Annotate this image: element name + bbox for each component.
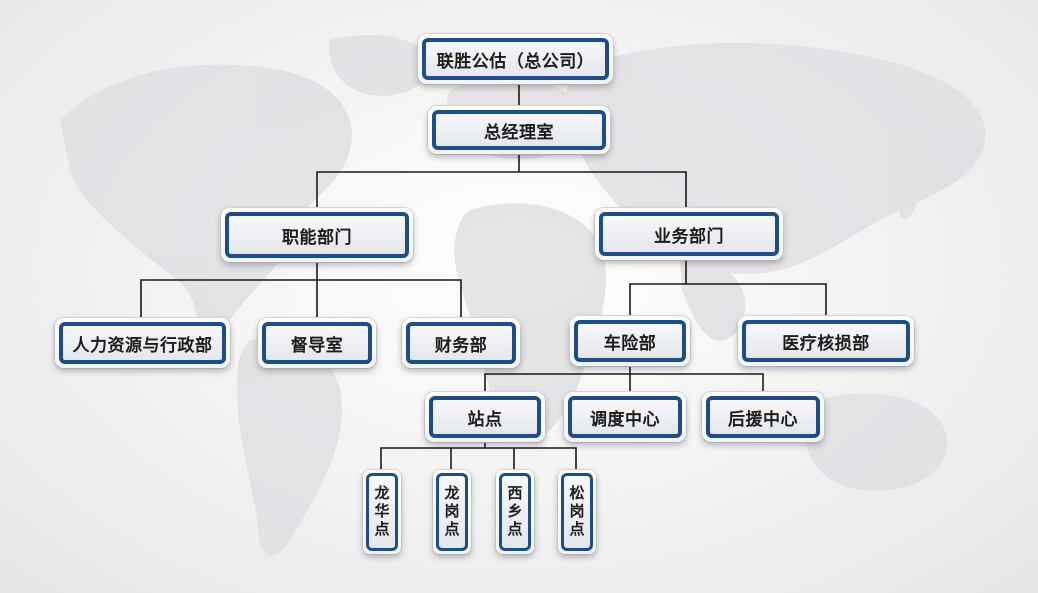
node-songgang: 松岗点 [558, 470, 596, 554]
node-root-company-label: 联胜公估（总公司） [422, 38, 609, 80]
node-hr-admin: 人力资源与行政部 [55, 318, 230, 368]
node-stations: 站点 [425, 392, 545, 442]
node-stations-label: 站点 [429, 396, 541, 438]
node-general-office: 总经理室 [428, 106, 610, 154]
node-longgang: 龙岗点 [433, 470, 471, 554]
node-longhua: 龙华点 [363, 470, 401, 554]
node-supervision-label: 督导室 [262, 322, 372, 364]
node-functional-dept-label: 职能部门 [225, 212, 409, 258]
node-medical-claims-label: 医疗核损部 [742, 320, 910, 362]
node-longhua-label: 龙华点 [366, 473, 398, 551]
node-songgang-label: 松岗点 [561, 473, 593, 551]
node-longgang-label: 龙岗点 [436, 473, 468, 551]
node-finance: 财务部 [402, 318, 520, 368]
node-medical-claims: 医疗核损部 [738, 316, 914, 366]
node-hr-admin-label: 人力资源与行政部 [59, 322, 226, 364]
node-supervision: 督导室 [258, 318, 376, 368]
node-root-company: 联胜公估（总公司） [418, 34, 613, 84]
node-finance-label: 财务部 [406, 322, 516, 364]
node-support-center-label: 后援中心 [706, 396, 820, 438]
node-auto-insurance: 车险部 [570, 316, 690, 366]
node-business-dept-label: 业务部门 [599, 212, 779, 256]
node-dispatch-center-label: 调度中心 [568, 396, 682, 438]
node-business-dept: 业务部门 [595, 208, 783, 260]
node-support-center: 后援中心 [702, 392, 824, 442]
node-general-office-label: 总经理室 [432, 110, 606, 150]
node-auto-insurance-label: 车险部 [574, 320, 686, 362]
node-dispatch-center: 调度中心 [564, 392, 686, 442]
node-xixiang: 西乡点 [496, 470, 534, 554]
node-functional-dept: 职能部门 [221, 208, 413, 262]
node-xixiang-label: 西乡点 [499, 473, 531, 551]
